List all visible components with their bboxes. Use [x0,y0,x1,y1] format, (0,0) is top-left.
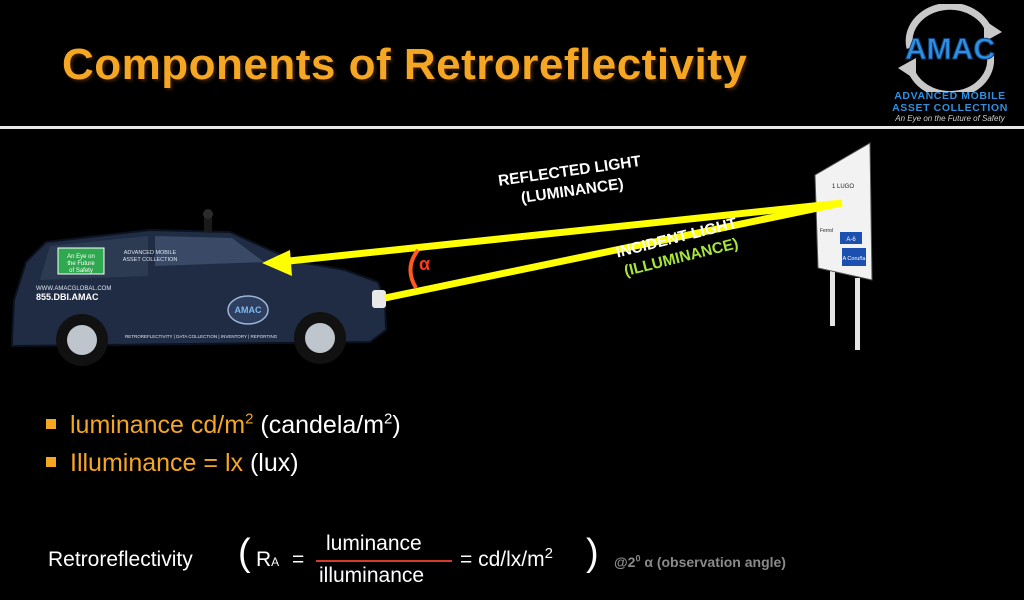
formula-label: Retroreflectivity [48,548,193,571]
formula-result: = cd/lx/m2 [460,545,553,572]
road-sign: 1 LUGO Ferrol A-6 A Coruña [814,142,873,350]
bullet-term: luminance cd/m [70,411,246,439]
window-sticker-line: An Eye on [67,254,95,260]
observation-angle-arc [408,248,420,290]
list-item: luminance cd/m2 (candela/m2) [46,406,401,444]
reflected-light-beam [269,199,843,267]
van-phone: 855.DBI.AMAC [36,292,99,302]
door-logo: AMAC [235,305,262,315]
retro-sensor [372,290,386,308]
bullet-term-sup: 2 [245,410,254,428]
retroreflection-diagram: An Eye on the Future of Safety ADVANCED … [11,142,873,366]
side-logo-line: ADVANCED MOBILE [124,250,177,256]
slide-title: Components of Retroreflectivity [62,40,748,89]
sign-text-left: Ferrol [820,228,833,234]
fraction-bar [316,560,452,562]
formula-result-sup: 2 [544,545,553,562]
note-rest: α (observation angle) [644,554,786,570]
amac-logo: AMAC ADVANCED MOBILE ASSET COLLECTION An… [880,2,1020,126]
window-sticker-line: of Safety [69,268,93,274]
title-divider [0,126,1024,129]
sign-shield [840,232,862,244]
sign-shield-text: A-6 [846,237,856,243]
logo-line1: ADVANCED MOBILE [894,90,1006,102]
note-prefix: @2 [614,554,636,570]
list-item: Illuminance = lx (lux) [46,444,401,482]
observation-angle-note: @20 α (observation angle) [614,554,786,570]
formula-r: RA [256,548,279,572]
incident-light-beam [384,199,843,302]
formula-r-letter: R [256,548,272,571]
survey-van: An Eye on the Future of Safety ADVANCED … [11,209,388,366]
side-logo-line: ASSET COLLECTION [123,257,178,263]
window-sticker-line: the Future [67,261,95,267]
bullet-rest-sup: 2 [384,410,393,428]
bullet-rest: (lux) [249,449,299,477]
bullet-rest-end: ) [392,411,401,439]
formula-result-text: = cd/lx/m [460,548,545,571]
note-sup: 0 [635,553,641,564]
van-services: RETROREFLECTIVITY | DATA COLLECTION | IN… [125,334,278,339]
definition-list: luminance cd/m2 (candela/m2) Illuminance… [46,406,401,482]
sign-text-right: A Coruña [843,256,867,262]
retroreflectivity-formula: Retroreflectivity ( RA = luminance illum… [48,530,848,590]
logo-line2: ASSET COLLECTION [892,102,1008,114]
formula-close-paren: ) [586,532,599,574]
amac-logo-icon: AMAC [898,2,1002,99]
angle-symbol: α [419,254,431,274]
logo-mark: AMAC [905,33,995,66]
formula-numerator: luminance [326,532,422,555]
bullet-square-icon [46,457,56,467]
bullet-rest: (candela/m [260,411,385,439]
window-sticker [57,247,105,275]
reflected-arrowhead [262,250,292,276]
logo-tagline: An Eye on the Future of Safety [895,114,1005,123]
sign-text-top: 1 LUGO [832,184,854,190]
bullet-square-icon [46,419,56,429]
formula-equals: = [292,548,305,571]
van-website: WWW.AMACGLOBAL.COM [36,286,111,292]
formula-open-paren: ( [238,532,251,574]
bullet-term: Illuminance = lx [70,449,243,477]
formula-denominator: illuminance [319,564,425,587]
formula-r-sub: A [271,555,280,569]
